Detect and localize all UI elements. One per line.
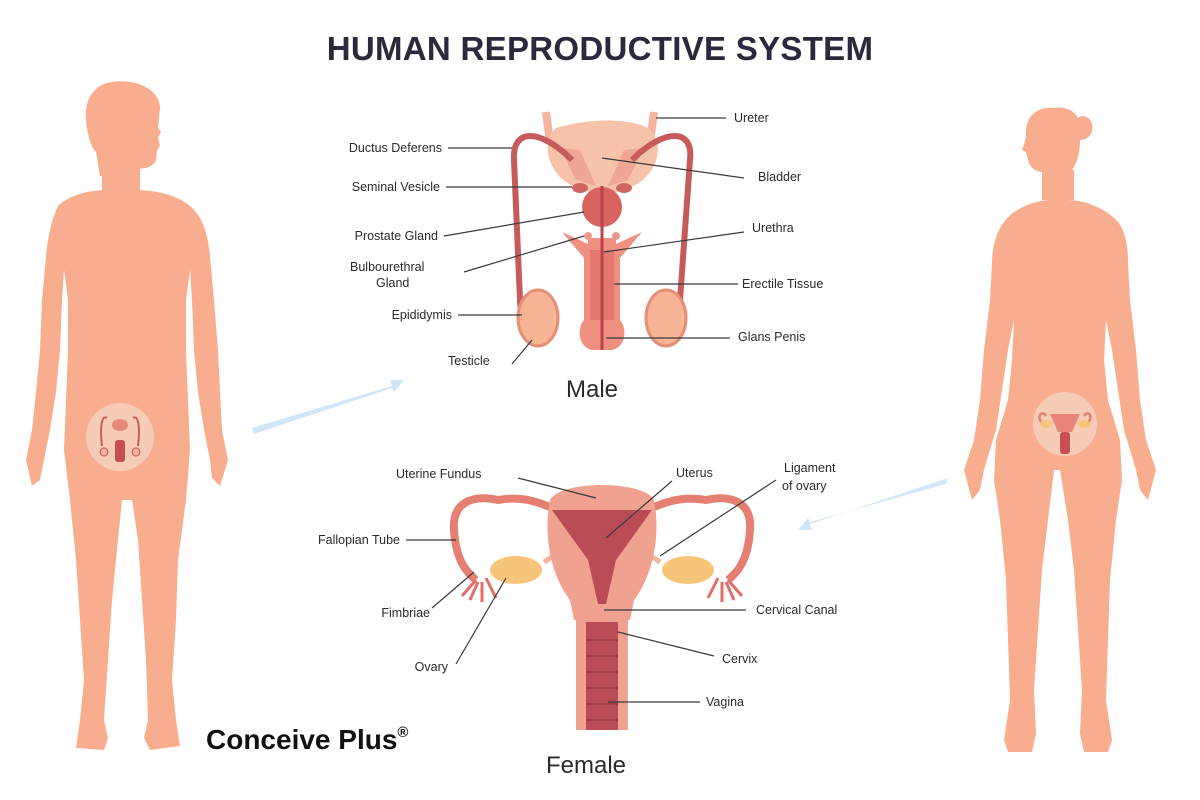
label-fallopian-tube: Fallopian Tube <box>317 533 400 547</box>
brand-logo: Conceive Plus® <box>206 724 408 756</box>
arrow-to-female-diagram <box>798 478 948 530</box>
arrow-to-male-diagram <box>252 380 404 434</box>
female-heading: Female <box>546 752 627 779</box>
label-uterus: Uterus <box>676 466 713 480</box>
label-vagina: Vagina <box>706 695 744 709</box>
label-bladder: Bladder <box>758 170 802 184</box>
male-heading: Male <box>566 376 619 403</box>
label-epididymis: Epididymis <box>391 308 452 322</box>
diagram-title: HUMAN REPRODUCTIVE SYSTEM <box>326 30 874 67</box>
label-glans-penis: Glans Penis <box>738 330 806 344</box>
label-ureter: Ureter <box>734 111 769 125</box>
label-testicle: Testicle <box>448 354 490 368</box>
registered-mark: ® <box>397 724 409 741</box>
label-erectile-tissue: Erectile Tissue <box>742 277 824 291</box>
label-fimbriae: Fimbriae <box>381 606 430 620</box>
female-silhouette <box>964 107 1156 752</box>
male-organ-inset <box>86 403 154 471</box>
label-prostate-gland: Prostate Gland <box>354 229 438 243</box>
label-bulbourethral: Bulbourethral <box>350 260 425 274</box>
label-seminal-vesicle: Seminal Vesicle <box>351 180 440 194</box>
label-ovary: Ovary <box>414 660 448 674</box>
label-cervical-canal: Cervical Canal <box>756 603 838 617</box>
label-ligament-of-ovary: of ovary <box>782 479 827 493</box>
label-ductus-deferens: Ductus Deferens <box>348 141 442 155</box>
label-bulbourethral-gland: Gland <box>376 276 410 290</box>
female-organ-inset <box>1033 392 1097 456</box>
female-reproductive-diagram <box>406 477 777 730</box>
label-urethra: Urethra <box>752 221 794 235</box>
male-reproductive-diagram <box>443 111 745 365</box>
label-cervix: Cervix <box>722 652 758 666</box>
label-ligament: Ligament <box>784 461 836 475</box>
label-uterine-fundus: Uterine Fundus <box>396 467 482 481</box>
brand-name: Conceive Plus <box>206 724 398 755</box>
